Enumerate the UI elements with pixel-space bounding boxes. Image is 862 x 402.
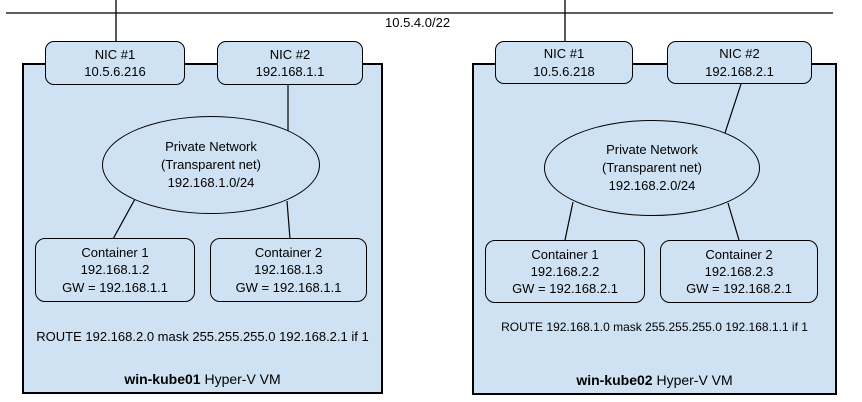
- vm2-nic2-ip: 192.168.2.1: [705, 63, 774, 79]
- vm2-nic1-name: NIC #1: [543, 46, 585, 62]
- vm2-rect: [472, 63, 837, 395]
- vm1-network-subtitle: (Transparent net): [161, 157, 261, 173]
- vm1-nic1-name: NIC #1: [94, 46, 136, 62]
- vm1-container1-name: Container 1: [81, 245, 149, 261]
- vm1-hostname: win-kube01: [124, 371, 201, 387]
- vm2-network-cidr: 192.168.2.0/24: [608, 177, 696, 193]
- vm2-container1-box: Container 1 192.168.2.2 GW = 192.168.2.1: [485, 240, 645, 303]
- vm2-network-subtitle: (Transparent net): [602, 160, 702, 176]
- vm2-container1-gateway: GW = 192.168.2.1: [512, 281, 618, 297]
- vm1-container2-box: Container 2 192.168.1.3 GW = 192.168.1.1: [210, 238, 367, 302]
- vm1-container1-ip: 192.168.1.2: [80, 262, 150, 278]
- vm2-nic2-box: NIC #2 192.168.2.1: [667, 41, 812, 84]
- vm1-network-to-container1-line: [112, 198, 136, 240]
- vm2-network-title: Private Network: [606, 142, 698, 158]
- vm2-hostname: win-kube02: [576, 372, 653, 388]
- vm1-container2-ip: 192.168.1.3: [254, 262, 323, 278]
- vm2-container2-box: Container 2 192.168.2.3 GW = 192.168.2.1: [660, 240, 818, 303]
- vm2-nic1-ip: 10.5.6.218: [533, 63, 595, 79]
- vm1-container2-name: Container 2: [254, 245, 323, 261]
- vm2-route-text: ROUTE 192.168.1.0 mask 255.255.255.0 192…: [501, 320, 808, 334]
- vm1-network-cidr: 192.168.1.0/24: [167, 174, 255, 190]
- vm1-nic1-box: NIC #1 10.5.6.216: [45, 41, 185, 85]
- vm1-nic1-ip: 10.5.6.216: [84, 64, 146, 79]
- vm2-nic2-name: NIC #2: [719, 46, 760, 62]
- vm1-container1-gateway: GW = 192.168.1.1: [62, 279, 168, 295]
- vm1-nic2-box: NIC #2 192.168.1.1: [217, 41, 363, 85]
- vm1-network-to-container2-line: [286, 200, 291, 240]
- vm2-label: win-kube02 Hyper-V VM: [472, 372, 837, 388]
- vm1-container1-box: Container 1 192.168.1.2 GW = 192.168.1.1: [35, 238, 195, 302]
- vm2-private-network-ellipse: Private Network (Transparent net) 192.16…: [544, 120, 760, 216]
- vm1-route-text: ROUTE 192.168.2.0 mask 255.255.255.0 192…: [36, 329, 369, 344]
- vm1-nic2-ip: 192.168.1.1: [255, 64, 325, 79]
- vm1-platform: Hyper-V VM: [200, 371, 281, 387]
- vm2-container2-name: Container 2: [705, 246, 773, 262]
- vm2-nic2-to-network-line: [724, 83, 742, 134]
- vm1-private-network-ellipse: Private Network (Transparent net) 192.16…: [102, 116, 320, 214]
- vm2-network-to-container1-line: [564, 201, 574, 241]
- vm1-container2-gateway: GW = 192.168.1.1: [235, 279, 342, 295]
- vm2-container1-ip: 192.168.2.2: [530, 263, 600, 279]
- backbone-subnet-label: 10.5.4.0/22: [385, 15, 451, 30]
- vm1-network-title: Private Network: [165, 139, 257, 155]
- vm2-container2-gateway: GW = 192.168.2.1: [686, 281, 792, 297]
- vm1-nic2-name: NIC #2: [269, 46, 311, 62]
- vm2-container2-ip: 192.168.2.3: [704, 263, 774, 279]
- vm2-platform: Hyper-V VM: [652, 372, 733, 388]
- vm2-nic1-box: NIC #1 10.5.6.218: [495, 41, 633, 84]
- vm2-container1-name: Container 1: [531, 246, 599, 262]
- vm1-label: win-kube01 Hyper-V VM: [22, 371, 383, 387]
- vm2-network-to-container2-line: [727, 202, 740, 241]
